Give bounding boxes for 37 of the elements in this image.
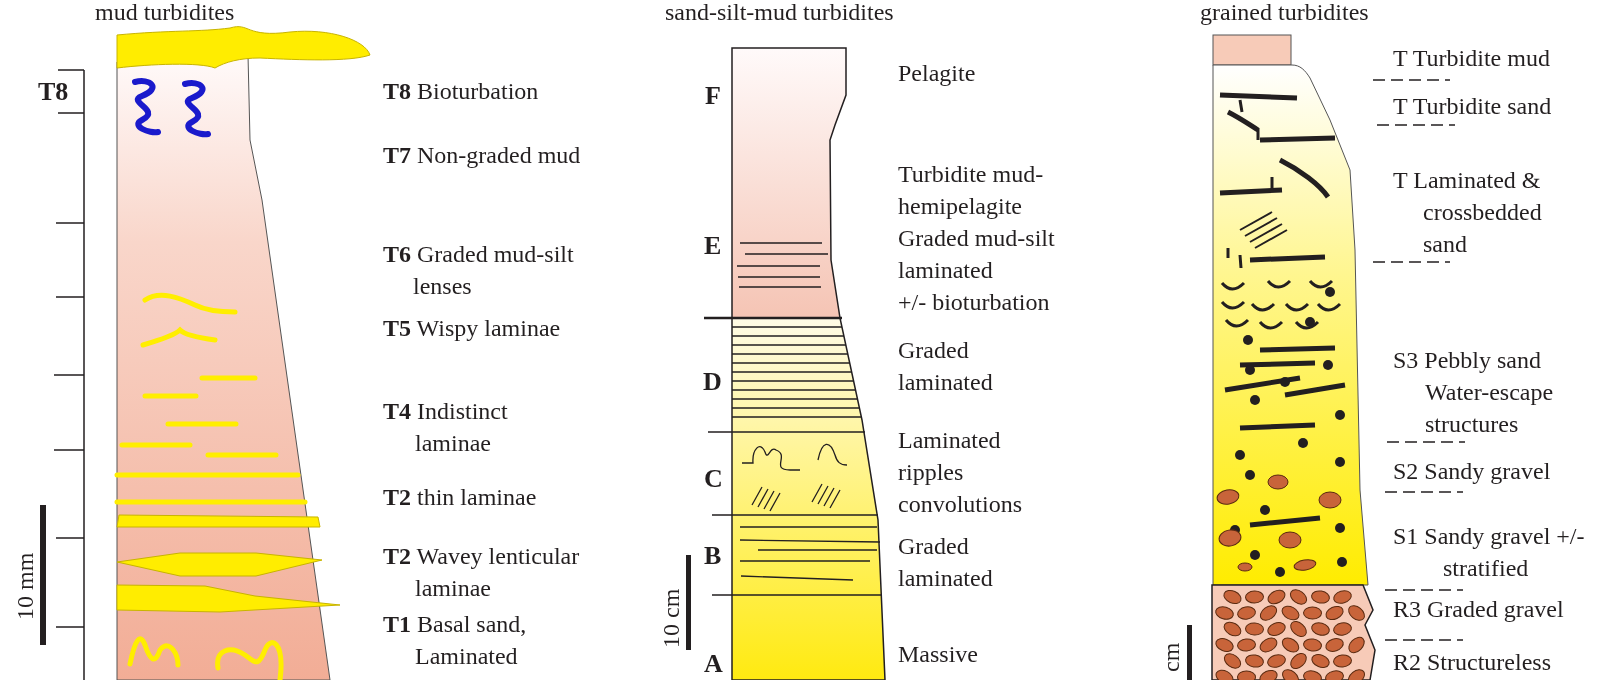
division-label: T Turbidite sand [1393,92,1552,121]
division-label: S3 Pebbly sand Water-escape structures [1393,346,1555,439]
division-letter: E [704,230,722,262]
division-label: Graded laminated [898,336,994,397]
division-label: T7 Non-graded mud [383,141,581,170]
division-label: R2 Structureless [1393,648,1551,677]
division-label: T8 Bioturbation [383,77,539,106]
division-letter: T8 [38,76,69,108]
division-label: T5 Wispy laminae [383,314,561,343]
division-label: T2 Wavey lenticular laminae [383,542,581,603]
division-letter: C [704,463,723,495]
column-heading: grained turbidites [1200,0,1369,27]
division-label: Turbidite mud-hemipelagite [898,160,1045,221]
division-label: T2 thin laminae [383,483,537,512]
division-label: Massive [898,640,978,669]
division-letter: B [704,540,722,572]
division-label: R3 Graded gravel [1393,595,1564,624]
division-letter: A [704,648,723,680]
scale-label: cm [1160,642,1182,672]
scale-label: 10 mm [14,552,36,620]
division-label: T4 Indistinct laminae [383,397,509,458]
division-label: +/- bioturbation [898,288,1050,317]
column-heading: sand-silt-mud turbidites [665,0,894,27]
division-label: Graded laminated [898,532,994,593]
division-label: T1 Basal sand, Laminated [383,610,528,671]
division-letter: D [703,366,722,398]
division-label: Pelagite [898,59,976,88]
division-label: T6 Graded mud-silt lenses [383,240,575,301]
division-letter: F [705,80,721,112]
division-label: S2 Sandy gravel [1393,457,1551,486]
division-label: Graded mud-silt laminated [898,224,1056,285]
scale-label: 10 cm [660,588,682,648]
division-label: T Laminated & crossbedded sand [1393,166,1543,259]
division-label: T Turbidite mud [1393,44,1550,73]
division-label: S1 Sandy gravel +/- stratified [1393,522,1586,583]
division-label: Laminated ripples convolutions [898,426,1023,519]
column-heading: mud turbidites [95,0,235,27]
